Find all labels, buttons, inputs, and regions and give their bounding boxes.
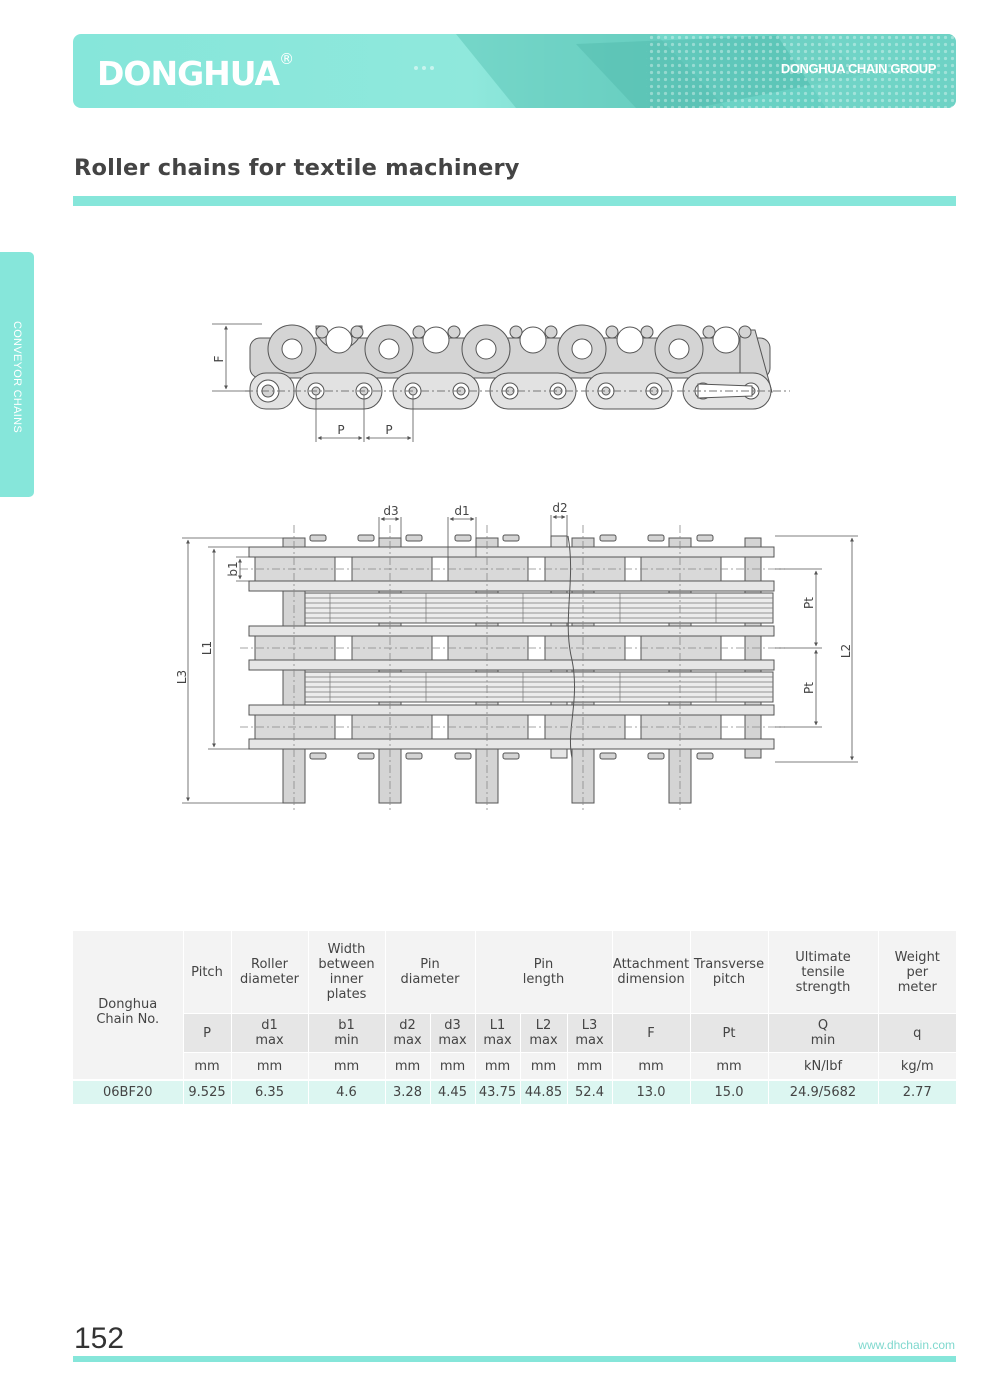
table-cell: 15.0	[689, 1079, 769, 1104]
unit-cell: mm	[182, 1052, 231, 1080]
symbol-cell: F	[611, 1013, 691, 1053]
table-cell: 2.77	[877, 1079, 957, 1104]
side-tab: CONVEYOR CHAINS	[0, 252, 34, 497]
attachment-header: Attachment dimension	[611, 931, 691, 1014]
brand-logo: DONGHUA®	[97, 50, 294, 93]
unit-cell: mm	[689, 1052, 769, 1080]
chain-no-cell: 06BF20	[73, 1079, 183, 1104]
table-cell: 4.45	[429, 1079, 475, 1104]
group-name: DONGHUA CHAIN GROUP	[780, 61, 937, 76]
pin-diameter-header: Pin diameter	[384, 931, 475, 1014]
table-cell: 9.525	[182, 1079, 231, 1104]
label-P-1: P	[337, 423, 344, 437]
brand-name: DONGHUA	[97, 54, 280, 93]
unit-cell: mm	[566, 1052, 613, 1080]
title-divider	[73, 196, 956, 206]
table-cell: 4.6	[307, 1079, 385, 1104]
label-L3: L3	[175, 670, 189, 684]
label-d3: d3	[383, 504, 398, 518]
width-header: Width between inner plates	[307, 931, 385, 1014]
transverse-header: Transverse pitch	[689, 931, 769, 1014]
unit-cell: mm	[474, 1052, 520, 1080]
label-F: F	[212, 355, 226, 362]
table-cell: 3.28	[384, 1079, 430, 1104]
weight-header: Weight per meter	[877, 931, 957, 1014]
pin-length-header: Pin length	[474, 931, 613, 1014]
top-dimensions	[182, 515, 858, 804]
table-cell: 44.85	[519, 1079, 567, 1104]
pitch-header: Pitch	[182, 931, 231, 1014]
table-row: 06BF20 9.525 6.35 4.6 3.28 4.45 43.75 44…	[73, 1079, 957, 1104]
side-dimensions	[212, 323, 414, 442]
label-P-2: P	[385, 423, 392, 437]
symbol-cell: q	[877, 1013, 957, 1053]
page-title: Roller chains for textile machinery	[74, 155, 520, 181]
label-b1: b1	[226, 561, 240, 576]
unit-cell: mm	[230, 1052, 308, 1080]
page-number: 152	[74, 1322, 125, 1355]
label-d1: d1	[454, 504, 469, 518]
unit-cell: mm	[429, 1052, 475, 1080]
label-Pt-2: Pt	[802, 682, 816, 694]
symbol-cell: Pt	[689, 1013, 769, 1053]
header-row-units: mm mm mm mm mm mm mm mm mm mm kN/lbf kg/…	[73, 1052, 957, 1080]
table-cell: 13.0	[611, 1079, 691, 1104]
unit-cell: kN/lbf	[767, 1052, 879, 1080]
table-cell: 6.35	[230, 1079, 308, 1104]
plate-rows	[248, 546, 775, 750]
label-Pt-1: Pt	[802, 597, 816, 609]
table-cell: 24.9/5682	[767, 1079, 879, 1104]
spec-table: Donghua Chain No. Pitch Roller diameter …	[73, 931, 957, 1104]
chain-drawing: F P P	[175, 323, 858, 810]
header-banner: DONGHUA® DONGHUA CHAIN GROUP	[73, 34, 956, 108]
unit-cell: mm	[384, 1052, 430, 1080]
unit-cell: kg/m	[877, 1052, 957, 1080]
table-cell: 52.4	[566, 1079, 613, 1104]
strength-header: Ultimate tensile strength	[767, 931, 879, 1014]
website-url: www.dhchain.com	[858, 1338, 955, 1352]
symbol-cell: P	[182, 1013, 231, 1053]
registered-mark: ®	[279, 50, 295, 68]
footer-divider	[73, 1356, 956, 1362]
top-view	[240, 525, 785, 810]
table-cell: 43.75	[474, 1079, 520, 1104]
header-row-names: Donghua Chain No. Pitch Roller diameter …	[73, 931, 957, 1080]
roller-diameter-header: Roller diameter	[230, 931, 308, 1014]
side-view	[245, 324, 790, 410]
chain-no-header: Donghua Chain No.	[73, 931, 183, 1080]
unit-cell: mm	[519, 1052, 567, 1080]
unit-cell: mm	[307, 1052, 385, 1080]
unit-cell: mm	[611, 1052, 691, 1080]
label-L1: L1	[200, 641, 214, 655]
label-d2: d2	[552, 501, 567, 515]
banner-texture	[414, 34, 956, 108]
attachment-plates	[249, 324, 773, 393]
label-L2: L2	[839, 644, 853, 658]
